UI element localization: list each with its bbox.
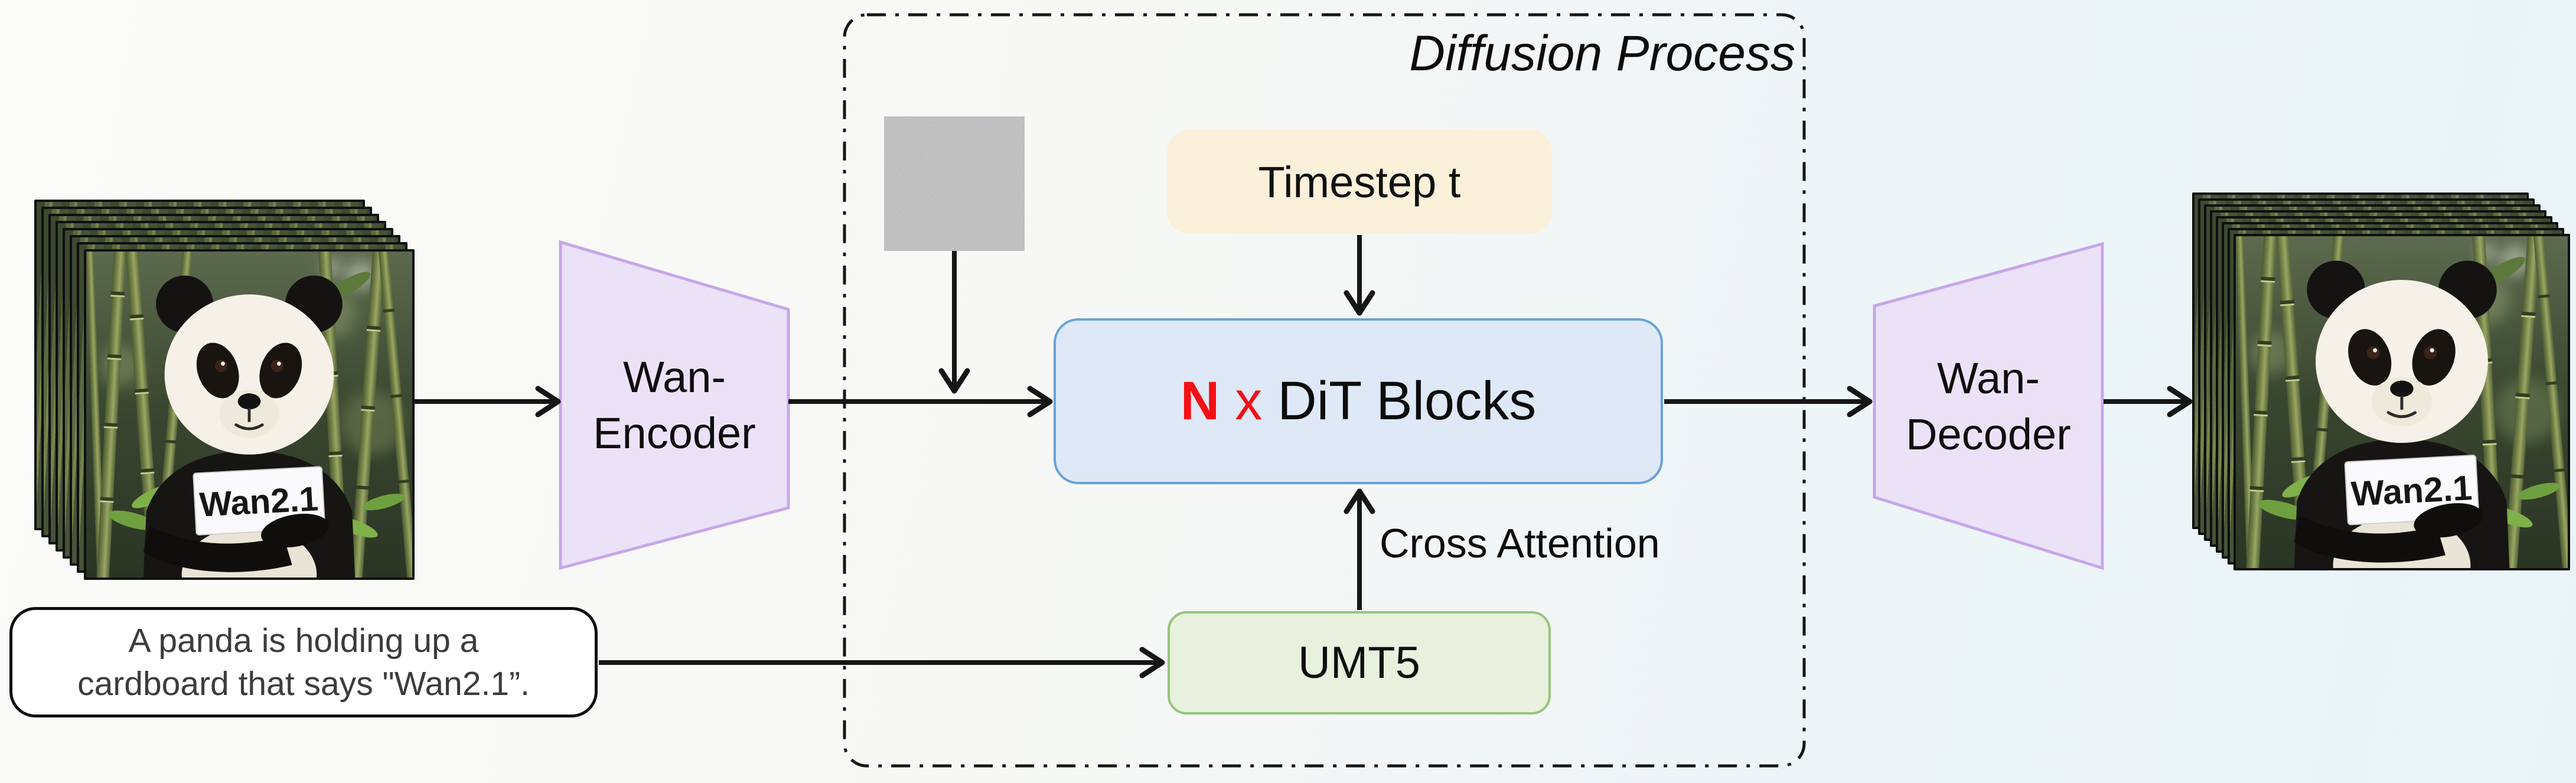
output-video-frames-stack: Wan2.1 [2192, 193, 2576, 580]
panda-image: Wan2.1 [2236, 236, 2568, 568]
diffusion-process-dashed-box [843, 13, 1806, 768]
wan-decoder-label-line1: Wan- [1936, 353, 2040, 403]
cross-attention-label: Cross Attention [1380, 520, 1660, 566]
wan-decoder-label-line2: Decoder [1906, 409, 2071, 459]
panda-video-frame: Wan2.1 [2233, 234, 2570, 570]
panda: Wan2.1 [143, 275, 356, 578]
timestep-label: Timestep t [1258, 157, 1461, 207]
umt5-label: UMT5 [1298, 638, 1420, 688]
prompt-line-2: cardboard that says "Wan2.1”. [77, 664, 530, 703]
panda-video-frame: Wan2.1 [84, 249, 415, 580]
diffusion-process-title: Diffusion Process [1409, 25, 1795, 81]
wan-decoder-label: Wan- Decoder [1874, 244, 2102, 568]
dit-blocks-box: N x DiT Blocks [1054, 318, 1663, 484]
panda-image: Wan2.1 [86, 252, 412, 578]
noise-image [884, 116, 1025, 251]
prompt-line-1: A panda is holding up a [128, 621, 479, 660]
panda: Wan2.1 [2294, 260, 2510, 568]
dit-blocks-label: DiT Blocks [1277, 371, 1537, 431]
noise-texture [884, 116, 1025, 251]
dit-times-symbol: x [1235, 371, 1263, 431]
wan-encoder-label-line1: Wan- [622, 353, 726, 402]
dit-n-count: N [1180, 371, 1220, 431]
umt5-text-encoder-box: UMT5 [1168, 611, 1551, 715]
wan-encoder-label: Wan- Encoder [560, 242, 788, 568]
wan-decoder-trapezoid [1873, 242, 2104, 570]
wan-encoder-trapezoid [559, 240, 790, 570]
timestep-box: Timestep t [1167, 130, 1552, 234]
text-prompt-box: A panda is holding up a cardboard that s… [9, 607, 598, 717]
input-video-frames-stack: Wan2.1 [34, 200, 424, 589]
wan-encoder-label-line2: Encoder [593, 409, 756, 458]
